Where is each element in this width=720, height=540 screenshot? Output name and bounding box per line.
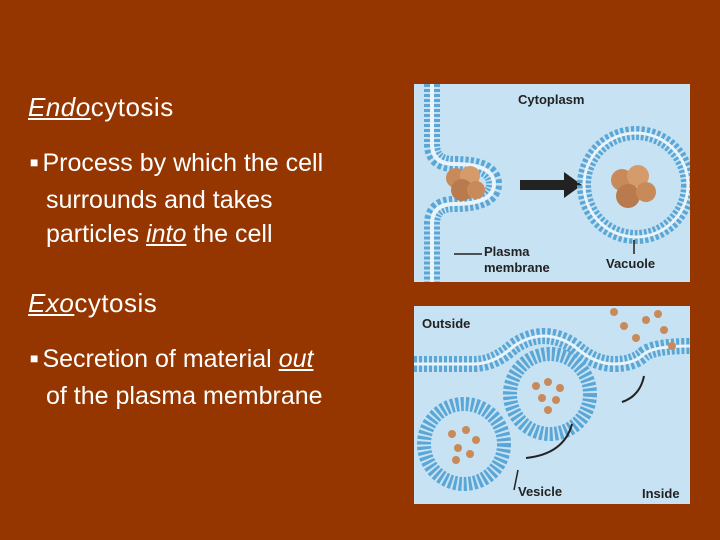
arrow-icon — [525, 423, 573, 459]
particles-group — [448, 308, 676, 464]
plasma-label-2: membrane — [484, 260, 550, 275]
endo-line-2: surrounds and takes — [46, 186, 273, 214]
vesicle-label: Vesicle — [518, 484, 562, 499]
endo-line-3-pre: particles — [46, 220, 147, 248]
exo-line-1-pre: Secretion of material — [42, 345, 279, 373]
endo-line-3-post: the cell — [186, 220, 273, 248]
endo-prefix: Endo — [28, 92, 91, 122]
bullet-square-icon: ■ — [30, 154, 39, 170]
plasma-label-1: Plasma — [484, 244, 530, 259]
vacuole-label: Vacuole — [606, 256, 655, 271]
endocytosis-diagram: Cytoplasm Plasma membrane Vacuole — [414, 84, 690, 282]
fusing-vesicle-shape — [503, 347, 597, 441]
exocytosis-heading: Exocytosis — [28, 288, 157, 319]
exo-line-2: of the plasma membrane — [46, 382, 323, 410]
exocytosis-diagram: Outside Vesicle Inside — [414, 306, 690, 504]
endocytosis-bullet: ■Process by which the cell surrounds and… — [30, 146, 323, 251]
cytoplasm-label: Cytoplasm — [518, 92, 584, 107]
particle-cluster-right — [611, 165, 656, 208]
right-arrow-icon — [520, 172, 582, 198]
exo-suffix: cytosis — [74, 288, 158, 318]
arrow-icon — [621, 375, 645, 403]
endo-line-1: Process by which the cell — [42, 149, 324, 177]
exo-line-1-emph: out — [278, 345, 314, 373]
particle-cluster-left — [446, 166, 485, 201]
exocytosis-bullet: ■Secretion of material out of the plasma… — [30, 342, 323, 413]
exo-prefix: Exo — [28, 288, 75, 318]
exocytosis-illustration: Outside Vesicle Inside — [414, 308, 690, 501]
bullet-square-icon: ■ — [30, 350, 39, 366]
outside-label: Outside — [422, 316, 470, 331]
endo-line-3-emph: into — [146, 220, 187, 248]
endocytosis-illustration: Cytoplasm Plasma membrane Vacuole — [424, 84, 690, 282]
endo-suffix: cytosis — [90, 92, 174, 122]
inside-label: Inside — [642, 486, 680, 501]
endocytosis-heading: Endocytosis — [28, 92, 174, 123]
vesicle-shape — [417, 397, 511, 491]
